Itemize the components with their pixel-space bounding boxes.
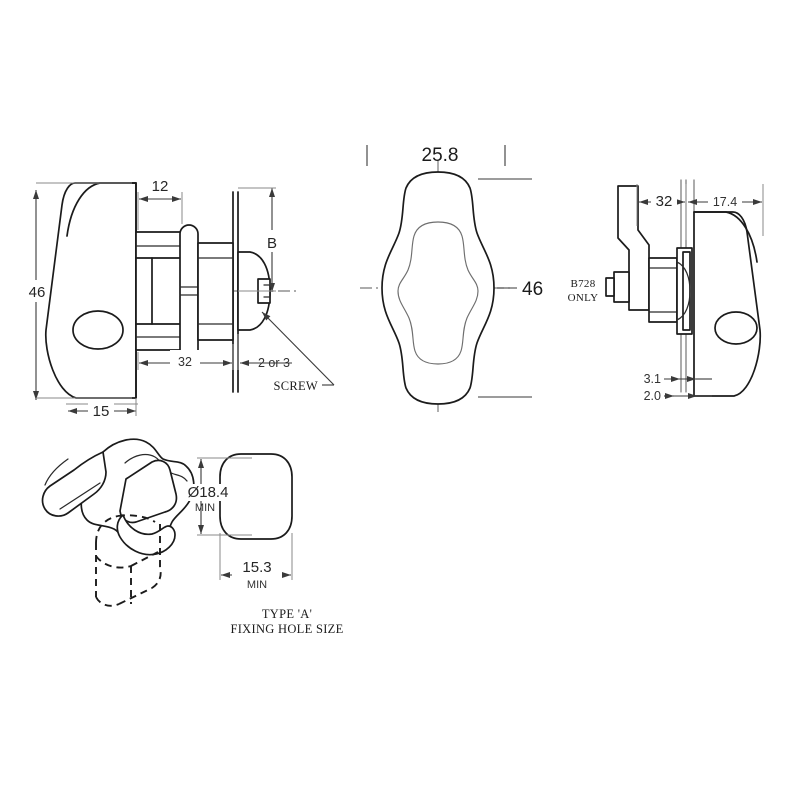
screw-label: SCREW (273, 379, 318, 393)
variant-note-line2: ONLY (568, 292, 599, 304)
dim-qualifier-hole-width: MIN (247, 579, 267, 591)
dim-knob-height-46: 46 (478, 178, 543, 398)
dim-knob-depth-15: 15 (66, 398, 138, 421)
dim-hole-diameter-184: Ø18.4 MIN (180, 457, 252, 536)
dim-value-panel-31: 3.1 (644, 372, 661, 386)
cam-view-knob-body (693, 211, 762, 397)
dim-value-cam-barrel-32: 32 (656, 193, 673, 210)
fixing-hole-profile (219, 453, 293, 540)
dim-value-cam-height-B: B (267, 235, 277, 252)
dim-knob-projection-174: 17.4 (688, 184, 764, 236)
screw-callout: SCREW (261, 311, 335, 393)
dim-value-panel-20: 2.0 (644, 389, 661, 403)
cam-view-bezel-curve (676, 261, 691, 321)
dim-panel-20: 2.0 (636, 386, 712, 404)
retaining-nut (179, 224, 199, 360)
dim-barrel-32: 32 (137, 344, 234, 370)
dim-value-knob-height-46: 46 (522, 279, 543, 300)
dim-value-height-46: 46 (29, 284, 46, 301)
dim-cam-barrel-32: 32 (636, 184, 687, 240)
dim-panel-thickness: 2 or 3 (237, 334, 292, 370)
front-knob-view: 25.8 46 (360, 145, 543, 412)
dim-value-barrel-32: 32 (178, 355, 192, 369)
barrel-mid-section (197, 242, 234, 341)
knob-oval-detail (72, 310, 124, 350)
cam-arm (617, 185, 650, 311)
dim-value-hole-diameter-184: Ø18.4 (188, 484, 229, 501)
dim-hole-width-153: 15.3 MIN (219, 533, 293, 591)
dim-panel-31: 3.1 (636, 369, 712, 387)
knob-inner-contour (397, 221, 479, 365)
cam-view-gasket (682, 251, 691, 331)
dim-value-flange-12: 12 (152, 178, 169, 195)
variant-note: B728 ONLY (568, 278, 599, 304)
dim-qualifier-hole-diameter: MIN (195, 502, 215, 514)
dim-value-panel-thickness: 2 or 3 (258, 356, 290, 370)
isometric-hidden-lines (95, 514, 162, 607)
dim-value-knob-depth-15: 15 (93, 403, 110, 420)
variant-note-line1: B728 (570, 278, 595, 290)
fixing-hole-caption-line2: FIXING HOLE SIZE (230, 622, 343, 636)
isometric-arm (41, 451, 107, 517)
dim-cam-height-B: B (238, 187, 282, 292)
cam-side-view: B728 ONLY 32 17.4 3.1 (568, 179, 764, 404)
dim-height-46: 46 (26, 182, 132, 400)
cam-view-knob-oval (714, 311, 758, 345)
dim-value-knob-projection-174: 17.4 (713, 195, 737, 209)
dim-value-hole-width-153: 15.3 (242, 559, 271, 576)
cam-end-boss (613, 271, 630, 303)
isometric-cam (116, 514, 176, 556)
fixing-hole-caption-line1: TYPE 'A' (262, 607, 312, 621)
cam-tip (605, 277, 615, 297)
dim-value-knob-width-258: 25.8 (422, 145, 459, 166)
knob-outer-profile (381, 171, 495, 405)
fixing-hole-view: Ø18.4 MIN 15.3 MIN TYPE 'A' FIXING HOLE … (180, 453, 343, 636)
isometric-view (41, 438, 195, 607)
side-section-view: 46 15 12 B (26, 176, 335, 421)
dim-flange-12: 12 (137, 176, 183, 230)
